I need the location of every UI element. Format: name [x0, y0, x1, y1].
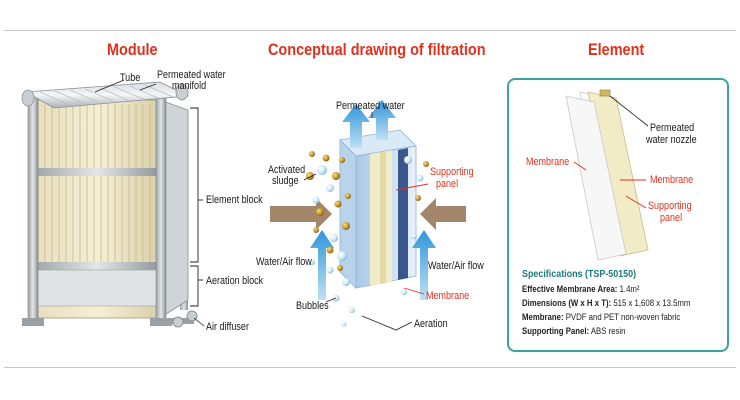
module-illustration [21, 79, 205, 328]
filtration-membrane-label: Membrane [426, 290, 470, 302]
filtration-activated-label-1: Activated [268, 164, 306, 176]
module-manifold-label-1: Permeated water [157, 69, 226, 81]
spec-value: 1.4m² [619, 284, 640, 295]
filtration-supporting-label-2: panel [436, 178, 459, 190]
filtration-aeration-label: Aeration [414, 318, 448, 330]
filtration-flow-right-label: Water/Air flow [428, 260, 484, 272]
module-air-diffuser-label: Air diffuser [206, 321, 249, 333]
element-nozzle-label-1: Permeated [650, 122, 695, 134]
spec-title: Specifications (TSP-50150) [522, 268, 637, 280]
spec-row: Dimensions (W x H x T): 515 x 1,608 x 13… [522, 298, 690, 309]
module-tube-label: Tube [120, 72, 141, 84]
element-title: Element [588, 40, 645, 59]
module-aeration-block-label: Aeration block [206, 275, 264, 287]
element-supporting-label-1: Supporting [648, 200, 692, 212]
element-membrane-right-label: Membrane [650, 174, 694, 186]
spec-row: Membrane: PVDF and PET non-woven fabric [522, 312, 680, 323]
element-nozzle-label-2: water nozzle [646, 134, 697, 146]
filtration-title: Conceptual drawing of filtration [268, 40, 486, 59]
module-title: Module [107, 40, 158, 59]
spec-value: PVDF and PET non-woven fabric [565, 312, 681, 323]
element-illustration [565, 89, 649, 261]
element-membrane-left-label: Membrane [526, 156, 570, 168]
element-supporting-label-2: panel [660, 212, 683, 224]
spec-label: Dimensions (W x H x T): [522, 298, 612, 309]
filtration-flow-left-label: Water/Air flow [256, 256, 312, 268]
filtration-supporting-label-1: Supporting [430, 166, 474, 178]
spec-value: ABS resin [590, 326, 626, 337]
module-element-block-label: Element block [206, 194, 263, 206]
filtration-permeated-water-label: Permeated water [336, 100, 405, 112]
spec-label: Supporting Panel: [522, 326, 590, 337]
spec-row: Effective Membrane Area: 1.4m² [522, 284, 639, 295]
module-manifold-label-2: manifold [172, 80, 207, 92]
spec-label: Effective Membrane Area: [522, 284, 618, 295]
filtration-bubbles-label: Bubbles [296, 300, 329, 312]
spec-value: 515 x 1,608 x 13.5mm [613, 298, 691, 309]
filtration-activated-label-2: sludge [272, 175, 299, 187]
spec-label: Membrane: [522, 312, 564, 323]
spec-row: Supporting Panel: ABS resin [522, 326, 625, 337]
filtration-illustration [270, 100, 466, 331]
